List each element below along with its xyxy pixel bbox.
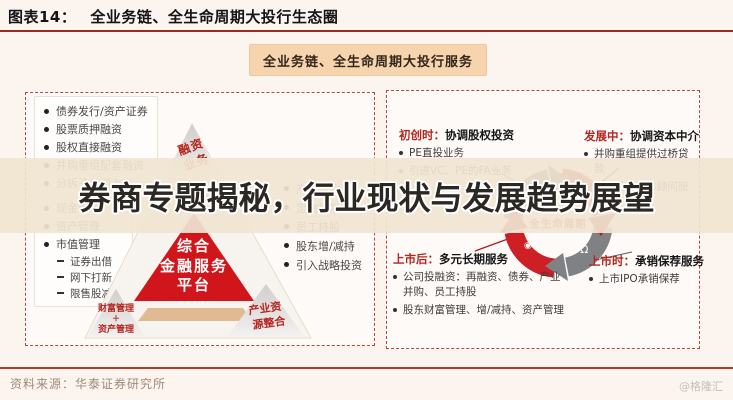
pyramid-br-label: 产业资 源整合 — [248, 299, 288, 332]
stage-item: PE直投业务 — [399, 146, 567, 161]
pyramid-bl-line2: 资产管理 — [98, 323, 134, 335]
pyramid-center-line3: 平台 — [177, 276, 211, 294]
bullet-icon — [393, 308, 397, 312]
pyramid-bottom-left-section — [88, 289, 144, 336]
list-item: 债券发行/资产证券 — [44, 102, 148, 120]
stage-header: 发展中：协调资本中介 — [584, 128, 699, 144]
bullet-icon — [284, 243, 289, 248]
pyramid-center-line1: 综合 — [177, 237, 211, 255]
stage-item: 股东财富管理、增/减持、资产管理 — [393, 303, 569, 318]
stage-header: 上市时：承销保荐服务 — [589, 253, 704, 269]
stage-label: 上市时： — [589, 254, 635, 268]
bullet-icon — [44, 144, 49, 150]
bullet-icon — [584, 152, 588, 156]
watermark-text: 券商专题揭秘，行业现状与发展趋势展望 — [78, 178, 655, 217]
watermark-banner: 券商专题揭秘，行业现状与发展趋势展望 — [0, 158, 733, 233]
stage-item: 上市IPO承销保荐 — [589, 272, 695, 287]
pyramid-br-line2: 源整合 — [252, 313, 288, 332]
bullet-icon — [399, 151, 403, 155]
bullet-icon — [44, 241, 49, 247]
stage-label: 初创时： — [399, 128, 445, 142]
service-label: 市值管理 — [56, 238, 100, 251]
stage-item: 公司投融资：再融资、债券、产业并购、员工持股 — [393, 270, 569, 300]
stage-header: 初创时：协调股权投资 — [399, 127, 567, 143]
pyramid-center-section — [134, 213, 254, 301]
service-label: 网下打新 — [70, 271, 112, 284]
stage-item-label: 公司投融资：再融资、债券、产业并购、员工持股 — [403, 271, 561, 298]
stage-post-ipo-block: 上市后：多元长期服务 公司投融资：再融资、债券、产业并购、员工持股 股东财富管理… — [393, 251, 569, 318]
list-item: 股权直接融资 — [44, 138, 148, 156]
service-label: 引入战略投资 — [296, 258, 362, 272]
stage-header: 上市后：多元长期服务 — [393, 251, 569, 267]
connector-line — [599, 251, 633, 260]
service-label: 股权直接融资 — [56, 141, 122, 154]
header-banner: 全业务链、全生命周期大投行服务 — [249, 44, 487, 76]
pyramid-bottom-right-section — [228, 284, 304, 336]
service-label: 债券发行/资产证券 — [56, 105, 148, 118]
arrowhead-icon — [545, 253, 568, 281]
dash-icon — [57, 260, 64, 262]
service-label: 股东增/减持 — [296, 239, 355, 253]
bullet-icon — [284, 262, 289, 267]
bullet-icon — [393, 275, 397, 279]
stage-title: 多元长期服务 — [439, 252, 508, 266]
service-label: 股票质押融资 — [56, 123, 122, 136]
credit-watermark: @格隆汇 — [679, 380, 723, 393]
list-item: 股东增/减持 — [284, 236, 362, 255]
footer-divider — [0, 367, 733, 369]
figure-title: 图表14： 全业务链、全生命周期大投行生态圈 — [8, 6, 338, 27]
title-divider — [0, 30, 733, 32]
stage-title: 承销保荐服务 — [635, 254, 704, 268]
bullet-icon — [44, 126, 49, 132]
stage-item-label: PE直投业务 — [409, 147, 464, 159]
dash-icon — [57, 292, 64, 294]
stage-item-label: 股东财富管理、增/减持、资产管理 — [403, 304, 565, 316]
stage-label: 发展中： — [584, 129, 630, 143]
source-note: 资料来源：华泰证券研究所 — [10, 377, 167, 391]
bullet-icon — [44, 108, 49, 114]
list-item: 市值管理 — [44, 235, 123, 253]
stage-title: 协调股权投资 — [445, 128, 514, 142]
stage-ipo-block: 上市时：承销保荐服务 上市IPO承销保荐 — [589, 253, 704, 287]
pyramid-center-line2: 金融服务 — [159, 257, 228, 275]
figure-title-text: 全业务链、全生命周期大投行生态圈 — [90, 8, 339, 26]
list-item: 股票质押融资 — [44, 120, 148, 138]
pyramid-bl-line1: 财富管理 — [97, 302, 134, 314]
stage-title: 协调资本中介 — [630, 129, 699, 143]
stage-item-label: 上市IPO承销保荐 — [599, 273, 680, 285]
list-item: 引入战略投资 — [284, 255, 362, 274]
pyramid-bl-plus: ＋ — [112, 314, 120, 323]
stage-label: 上市后： — [393, 252, 439, 266]
pyramid-br-line1: 产业资 — [248, 299, 283, 317]
service-label: 证券出借 — [70, 255, 112, 268]
dash-icon — [57, 276, 64, 278]
tan-band-bottom — [138, 308, 252, 321]
sub-list-item: 证券出借 — [44, 253, 123, 269]
sub-list-item: 网下打新 — [44, 269, 123, 285]
bullet-icon — [589, 277, 593, 281]
figure-label: 图表14： — [8, 8, 77, 26]
